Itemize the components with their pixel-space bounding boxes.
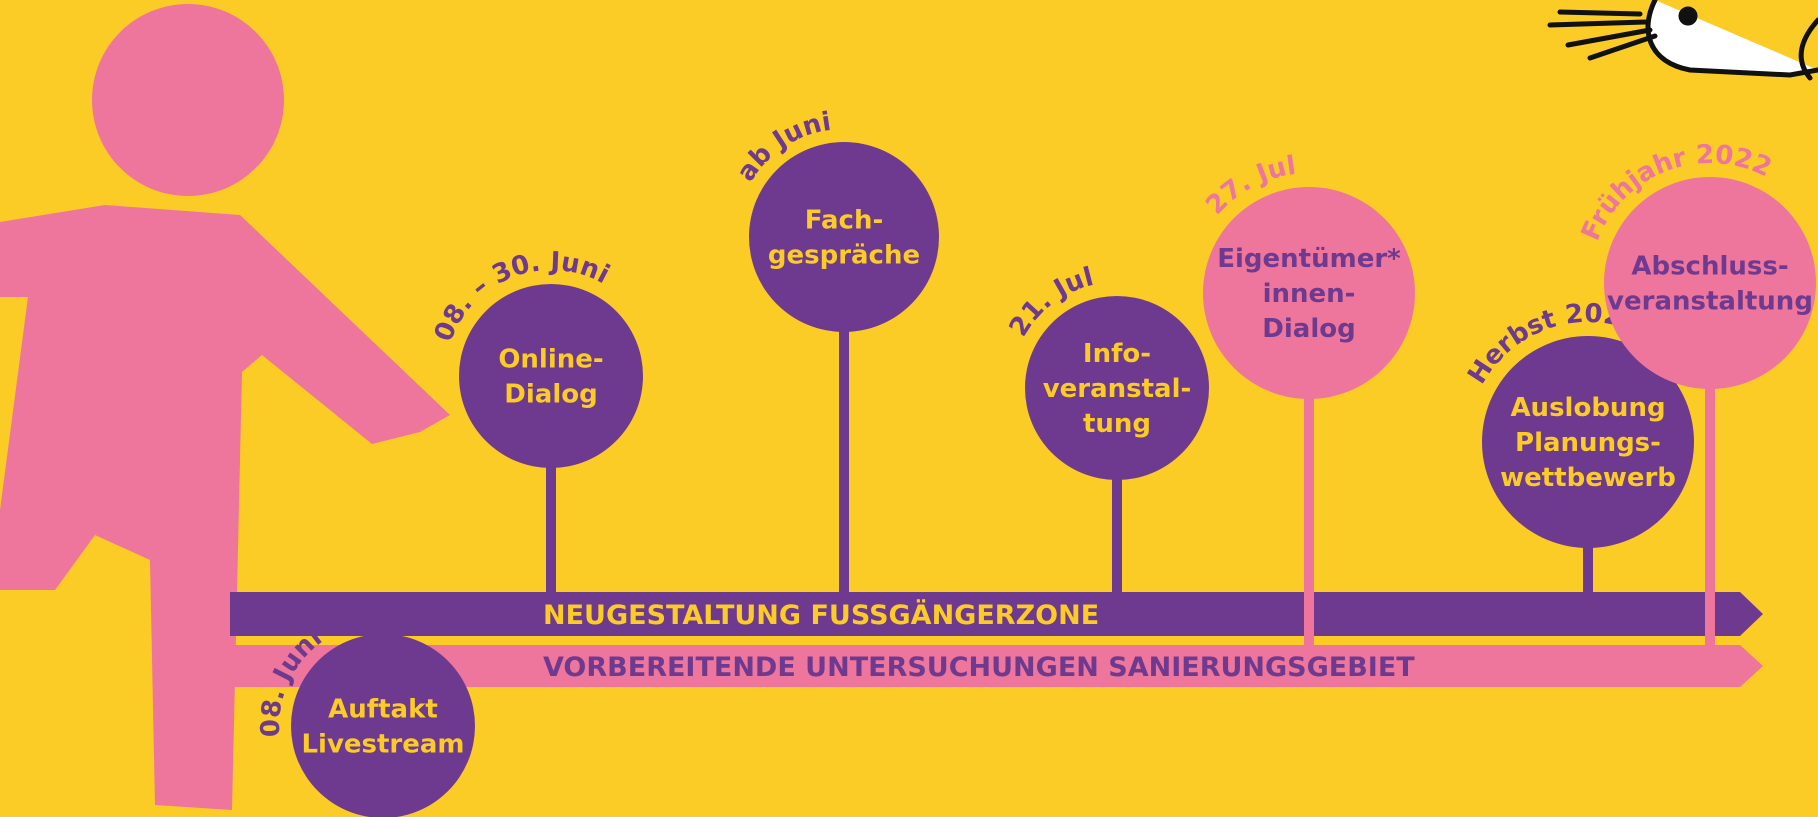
milestone-label: Online-Dialog xyxy=(498,345,603,410)
milestone-label: Eigentümer*innen-Dialog xyxy=(1217,244,1401,344)
milestone-circle xyxy=(459,284,643,468)
track-neugestaltung-arrow xyxy=(230,592,1763,636)
milestone-circle xyxy=(1604,177,1816,389)
milestone-circle xyxy=(1203,187,1415,399)
milestone-circle xyxy=(749,142,939,332)
milestone-circle xyxy=(291,634,475,817)
stem-online-dialog xyxy=(546,376,556,592)
cat-illustration xyxy=(1547,0,1818,81)
milestone-circle xyxy=(1025,296,1209,480)
stem-fachgespraeche xyxy=(839,237,849,592)
track-sanierungsgebiet-label: VORBEREITENDE UNTERSUCHUNGEN SANIERUNGSG… xyxy=(543,652,1415,683)
milestone-label: Info-veranstal-tung xyxy=(1043,339,1192,439)
stem-eigentuemer-dialog xyxy=(1304,293,1314,645)
stem-abschluss xyxy=(1705,283,1715,645)
milestone-circle xyxy=(1482,336,1694,548)
stem-infoveranstaltung xyxy=(1112,388,1122,592)
milestone-label: Fach-gespräche xyxy=(768,206,920,271)
track-sanierungsgebiet-arrow xyxy=(230,645,1763,687)
track-neugestaltung-label: NEUGESTALTUNG FUSSGÄNGERZONE xyxy=(543,599,1099,631)
milestone-label: Abschluss-veranstaltung xyxy=(1607,252,1813,317)
walking-person-figure xyxy=(0,4,450,810)
